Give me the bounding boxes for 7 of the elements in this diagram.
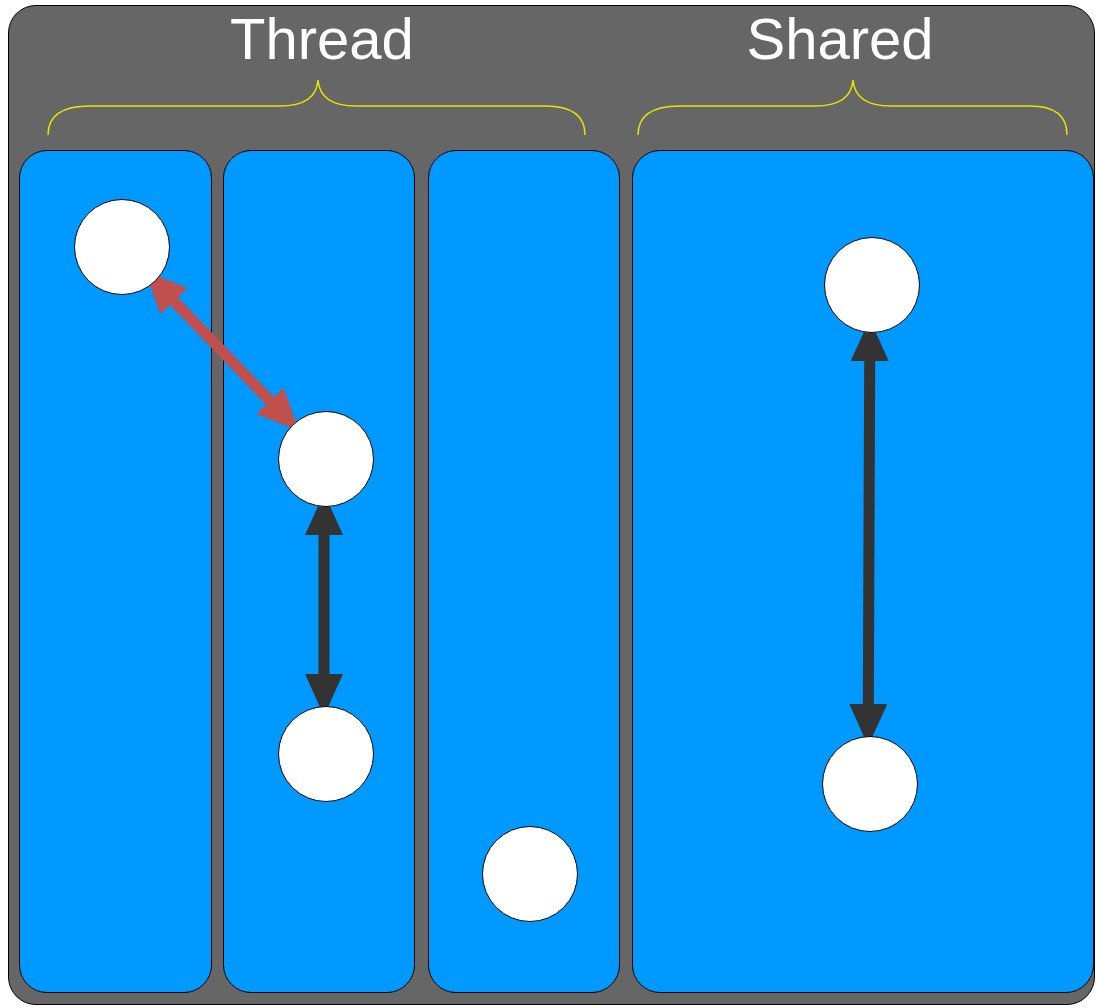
panel-background: [8, 5, 1095, 1005]
heading-label: Thread: [230, 10, 414, 68]
column-box: [19, 150, 212, 993]
heading-label: Shared: [746, 10, 934, 68]
column-box: [428, 150, 620, 993]
column-box: [632, 150, 1094, 993]
column-box: [223, 150, 415, 993]
